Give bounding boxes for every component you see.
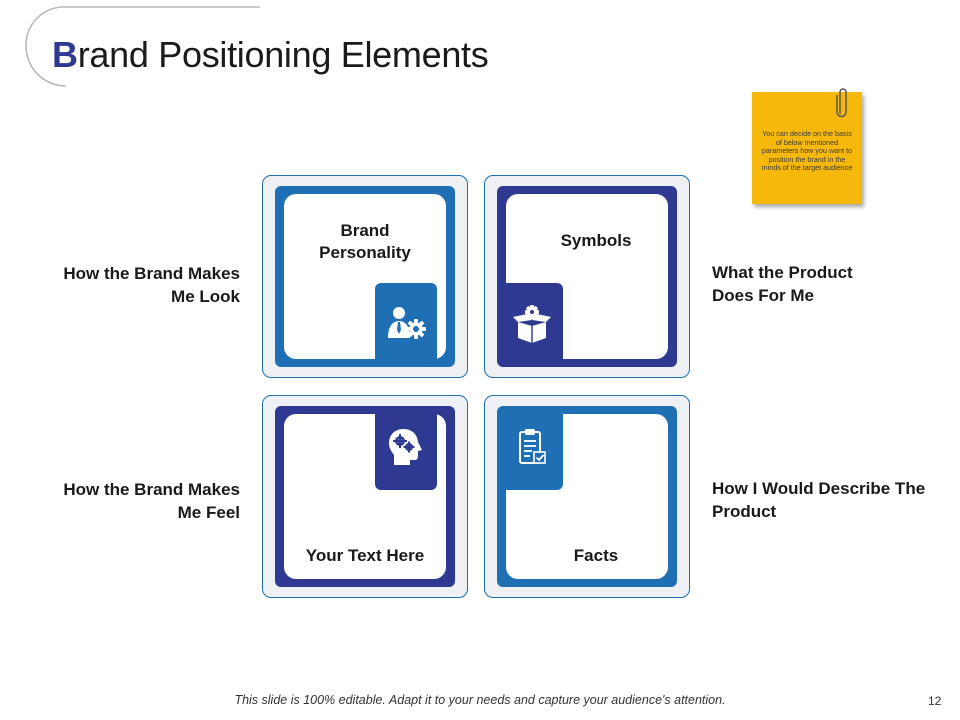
paperclip-icon: [836, 88, 847, 118]
tile-icon-box: [501, 406, 563, 490]
tile-facts: Facts: [484, 395, 690, 598]
sticky-note: You can decide on the basis of below men…: [752, 88, 862, 204]
title-arc-decoration: [25, 6, 260, 87]
tile-band: Facts: [497, 406, 677, 587]
head-gears-icon: [389, 429, 422, 465]
side-label-top-right: What the Product Does For Me: [712, 263, 853, 305]
tile-icon-box: [375, 406, 437, 490]
tile-icon-box: [501, 283, 563, 367]
tile-icon-box: [375, 283, 437, 367]
tile-brand-personality: Brand Personality: [262, 175, 468, 378]
box-gear-icon: [513, 305, 551, 343]
footer-text: This slide is 100% editable. Adapt it to…: [234, 693, 726, 707]
page-title: Brand Positioning Elements: [52, 34, 489, 76]
tile-label: Symbols: [560, 231, 632, 250]
tile-inner-panel: Your Text Here: [284, 414, 446, 579]
title-rest: rand Positioning Elements: [77, 34, 489, 75]
tile-label: Brand Personality: [319, 221, 411, 262]
businessman-gear-icon: [388, 307, 426, 339]
side-label-bottom-left: How the Brand Makes Me Feel: [63, 480, 240, 522]
tile-your-text-here: Your Text Here: [262, 395, 468, 598]
side-label-bottom-right: How I Would Describe The Product: [712, 479, 926, 521]
tile-symbols: Symbols: [484, 175, 690, 378]
title-first-letter: B: [52, 34, 78, 75]
page-number: 12: [928, 694, 942, 708]
side-label-top-left: How the Brand Makes Me Look: [63, 264, 240, 306]
tile-label: Your Text Here: [305, 546, 425, 565]
tile-band: Your Text Here: [275, 406, 455, 587]
sticky-note-text: You can decide on the basis of below men…: [761, 129, 853, 173]
clipboard-check-icon: [519, 429, 546, 464]
tile-label: Facts: [573, 546, 619, 565]
tile-band: Symbols: [497, 186, 677, 367]
tile-band: Brand Personality: [275, 186, 455, 367]
